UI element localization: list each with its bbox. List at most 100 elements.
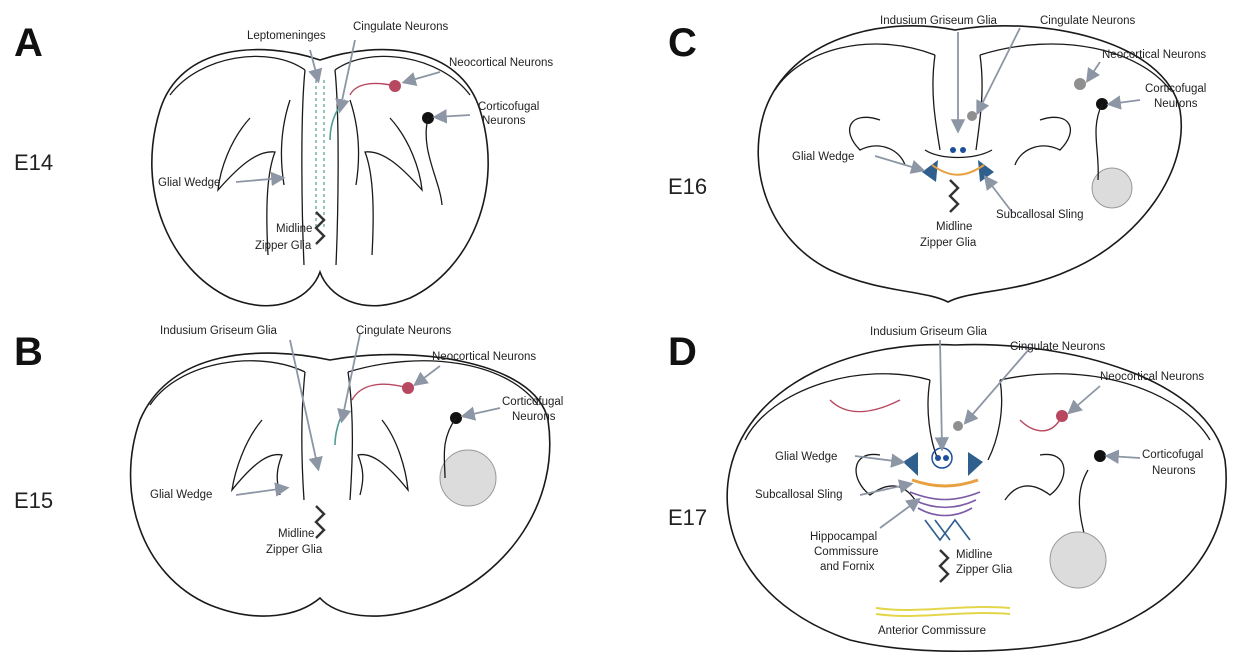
- subcallosal-sling-c: [932, 165, 984, 175]
- indusium-glia-c-1: [950, 147, 956, 153]
- subcallosal-sling-d: [912, 480, 978, 486]
- label-hippocampal-d-3: and Fornix: [820, 561, 875, 573]
- label-neocortical-b: Neocortical Neurons: [432, 351, 536, 363]
- label-corticofugal-a-1: Corticofugal: [478, 101, 539, 113]
- corticofugal-arrow-b: [464, 408, 500, 416]
- glial-wedge-arrow-a: [236, 178, 282, 182]
- panel-d: D E17 Indus: [668, 326, 1226, 651]
- label-indusium-d: Indusium Griseum Glia: [870, 326, 988, 338]
- glial-wedge-left-d: [903, 452, 918, 476]
- corticofugal-arrow-c: [1110, 100, 1140, 104]
- label-glial-wedge-b: Glial Wedge: [150, 489, 212, 501]
- label-zipper-c-1: Midline: [936, 221, 972, 233]
- label-sling-c: Subcallosal Sling: [996, 209, 1084, 221]
- panel-c: C E16 Indusium Griseum Glia Cingulate: [668, 15, 1206, 302]
- label-corticofugal-c-1: Corticofugal: [1145, 83, 1206, 95]
- label-cingulate-a: Cingulate Neurons: [353, 21, 449, 33]
- stage-label-e16: E16: [668, 174, 707, 199]
- neocortical-arrow-d: [1070, 386, 1100, 412]
- zipper-glia-d: [940, 550, 948, 582]
- label-hippocampal-d-1: Hippocampal: [810, 531, 877, 543]
- indusium-glia-c-2: [960, 147, 966, 153]
- label-indusium-c: Indusium Griseum Glia: [880, 15, 998, 27]
- label-zipper-a-1: Midline: [276, 223, 312, 235]
- sling-arrow-c: [986, 178, 1012, 212]
- glial-wedge-left-c: [922, 160, 938, 182]
- label-cingulate-c: Cingulate Neurons: [1040, 15, 1136, 27]
- label-corticofugal-d-2: Neurons: [1152, 465, 1196, 477]
- cingulate-arrow-a: [340, 40, 355, 110]
- indusium-glia-d-2: [943, 455, 949, 461]
- cingulate-neuron-d: [953, 421, 963, 431]
- fornix-d: [925, 520, 970, 540]
- neocortical-axon-d: [1020, 416, 1062, 431]
- callosal-axon-left-d: [830, 400, 900, 412]
- indusium-arrow-d: [940, 340, 942, 448]
- neocortical-neuron-c: [1074, 78, 1086, 90]
- indusium-arrow-b: [290, 340, 318, 468]
- neocortical-arrow-b: [416, 366, 440, 384]
- corticofugal-axon-c: [1096, 104, 1102, 180]
- sling-arrow-d: [860, 484, 910, 495]
- label-cingulate-b: Cingulate Neurons: [356, 325, 452, 337]
- thalamus-b: [440, 450, 496, 506]
- glial-wedge-arrow-c: [875, 156, 922, 170]
- stage-label-e15: E15: [14, 488, 53, 513]
- label-corticofugal-b-1: Corticofugal: [502, 396, 563, 408]
- label-zipper-b-2: Zipper Glia: [266, 544, 323, 556]
- thalamus-d: [1050, 532, 1106, 588]
- zipper-glia-a: [316, 212, 324, 244]
- stage-label-e14: E14: [14, 150, 53, 175]
- label-glial-wedge-c: Glial Wedge: [792, 151, 854, 163]
- panel-letter-c: C: [668, 21, 697, 65]
- hippocampal-commissure-d: [910, 492, 980, 516]
- label-corticofugal-a-2: Neurons: [482, 115, 526, 127]
- label-glial-wedge-a: Glial Wedge: [158, 177, 220, 189]
- brain-outline-c: [758, 26, 1181, 302]
- leptomeninges-arrow-a: [310, 50, 318, 80]
- label-zipper-c-2: Zipper Glia: [920, 237, 977, 249]
- anterior-commissure-d: [876, 607, 1010, 616]
- panel-b: B E15 Indusium Griseum Glia Cingulate Ne…: [14, 325, 563, 616]
- label-indusium-b: Indusium Griseum Glia: [160, 325, 278, 337]
- leptomeninges-a: [316, 80, 324, 230]
- label-hippocampal-d-2: Commissure: [814, 546, 879, 558]
- label-neocortical-a: Neocortical Neurons: [449, 57, 553, 69]
- label-zipper-a-2: Zipper Glia: [255, 240, 312, 252]
- cingulate-arrow-c: [978, 28, 1020, 112]
- label-corticofugal-d-1: Corticofugal: [1142, 449, 1203, 461]
- corticofugal-neuron-d: [1094, 450, 1106, 462]
- label-glial-wedge-d: Glial Wedge: [775, 451, 837, 463]
- zipper-glia-c: [950, 180, 958, 212]
- label-neocortical-d: Neocortical Neurons: [1100, 371, 1204, 383]
- panel-a: A E14 Leptomeninges Cingulate Neurons N: [14, 21, 553, 306]
- indusium-glia-d-1: [935, 455, 941, 461]
- neocortical-arrow-a: [405, 72, 440, 82]
- glial-wedge-right-d: [968, 452, 983, 476]
- corticofugal-axon-a: [426, 118, 442, 205]
- label-corticofugal-c-2: Neurons: [1154, 98, 1198, 110]
- hippocampal-arrow-d: [880, 500, 918, 528]
- label-leptomeninges: Leptomeninges: [247, 30, 326, 42]
- label-zipper-b-1: Midline: [278, 528, 314, 540]
- label-zipper-d-2: Zipper Glia: [956, 564, 1013, 576]
- cingulate-arrow-d: [966, 348, 1030, 422]
- label-sling-d: Subcallosal Sling: [755, 489, 843, 501]
- stage-label-e17: E17: [668, 505, 707, 530]
- label-anterior-d: Anterior Commissure: [878, 625, 986, 637]
- corticofugal-arrow-a: [436, 115, 470, 117]
- neocortical-axon-a: [350, 83, 395, 95]
- glial-wedge-arrow-d: [855, 456, 902, 462]
- label-neocortical-c: Neocortical Neurons: [1102, 49, 1206, 61]
- corticofugal-arrow-d: [1108, 456, 1140, 458]
- neocortical-axon-b: [352, 384, 408, 400]
- panel-letter-b: B: [14, 330, 43, 374]
- zipper-glia-b: [316, 506, 324, 538]
- cingulate-neuron-c: [967, 111, 977, 121]
- panel-letter-a: A: [14, 21, 43, 65]
- neocortical-arrow-c: [1088, 62, 1100, 80]
- label-cingulate-d: Cingulate Neurons: [1010, 341, 1106, 353]
- label-zipper-d-1: Midline: [956, 549, 992, 561]
- label-corticofugal-b-2: Neurons: [512, 411, 556, 423]
